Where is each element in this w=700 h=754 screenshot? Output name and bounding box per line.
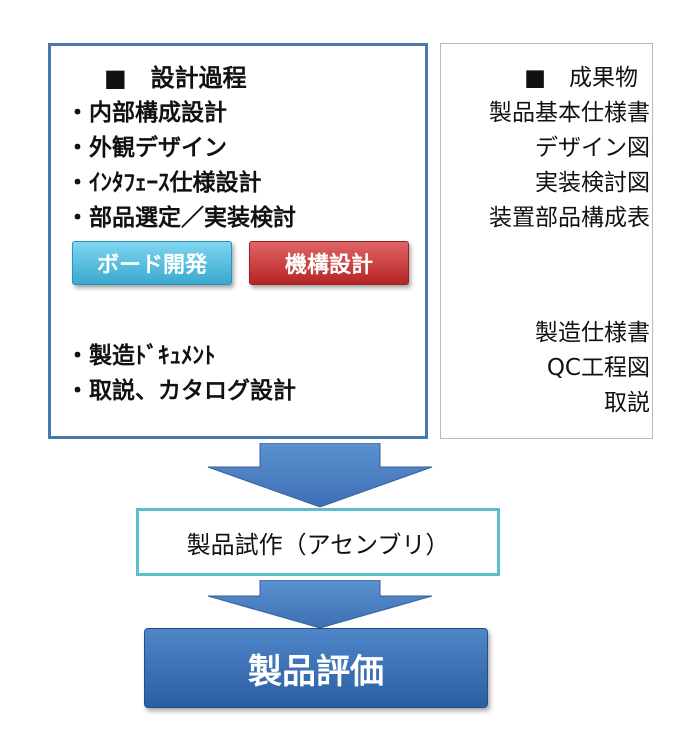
process-item: ・外観デザイン xyxy=(66,135,227,161)
deliverable-item: 取説 xyxy=(604,390,650,416)
prototype-assembly-box: 製品試作（アセンブリ） xyxy=(136,508,500,576)
deliverable-item: 実装検討図 xyxy=(535,170,650,196)
product-evaluation-box: 製品評価 xyxy=(144,628,488,708)
deliverable-item: 製造仕様書 xyxy=(535,320,650,346)
design-process-title: ■ 設計過程 xyxy=(104,64,247,92)
process-item: ・部品選定／実装検討 xyxy=(66,205,296,231)
mechanical-design-label: 機構設計 xyxy=(284,253,373,278)
deliverables-title: ■ 成果物 xyxy=(524,65,638,91)
board-development-button[interactable]: ボード開発 xyxy=(72,241,232,285)
deliverable-item: デザイン図 xyxy=(535,135,650,161)
process-item: ・取説、カタログ設計 xyxy=(66,378,296,404)
process-item: ・製造ﾄﾞｷｭﾒﾝﾄ xyxy=(66,343,216,369)
deliverable-item: 製品基本仕様書 xyxy=(489,100,650,126)
deliverables-box xyxy=(440,43,653,439)
deliverable-item: 装置部品構成表 xyxy=(489,205,650,231)
process-item: ・内部構成設計 xyxy=(66,100,227,126)
mechanical-design-button[interactable]: 機構設計 xyxy=(249,241,409,285)
product-evaluation-label: 製品評価 xyxy=(248,651,384,692)
down-arrow-icon xyxy=(207,443,433,508)
down-arrow-icon xyxy=(207,580,433,629)
board-development-label: ボード開発 xyxy=(96,253,207,278)
process-item: ・ｲﾝﾀﾌｪｰｽ仕様設計 xyxy=(66,170,262,196)
prototype-assembly-label: 製品試作（アセンブリ） xyxy=(186,530,450,559)
deliverable-item: QC工程図 xyxy=(546,355,650,381)
